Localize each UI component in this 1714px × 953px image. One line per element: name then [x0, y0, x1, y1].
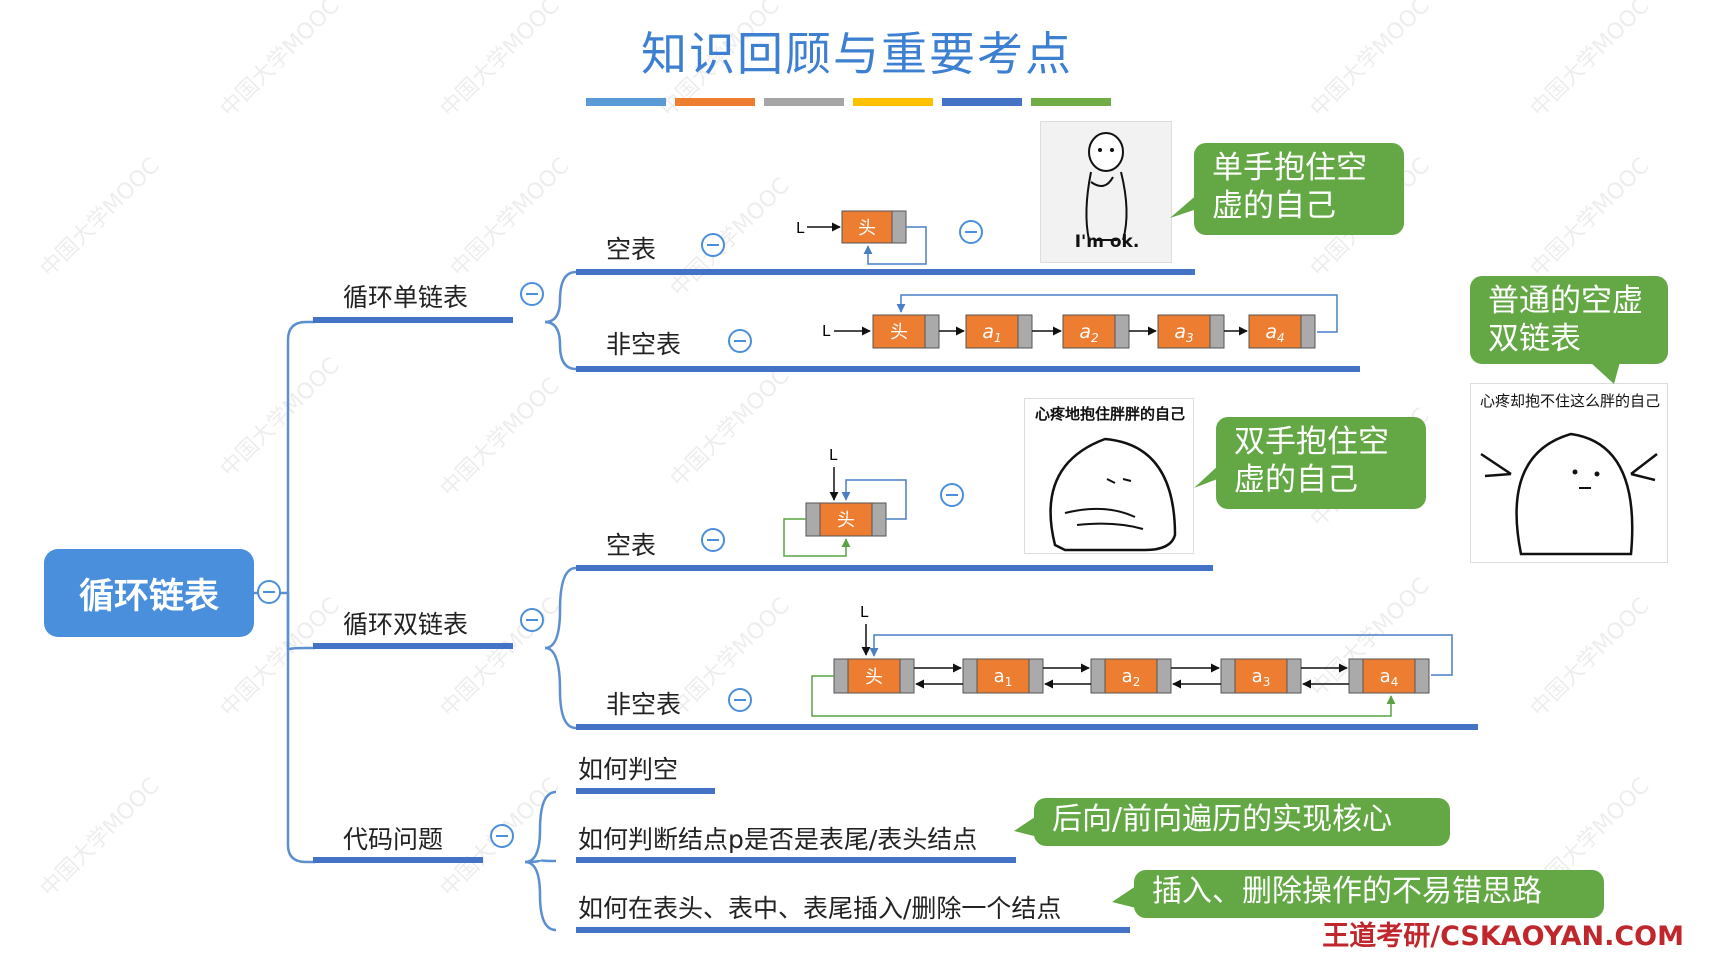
pointer-L: L — [829, 446, 838, 464]
list-node: a2 — [1090, 658, 1172, 694]
title-color-bar — [675, 98, 755, 106]
branch-code-issues[interactable]: 代码问题 — [343, 825, 444, 854]
double-nonempty-label[interactable]: 非空表 — [606, 690, 682, 719]
code-item-tail-check[interactable]: 如何判断结点p是否是表尾/表头结点 — [578, 825, 978, 854]
single-empty-label[interactable]: 空表 — [606, 235, 657, 264]
list-node: a2 — [1062, 314, 1130, 349]
pointer-L: L — [860, 603, 869, 621]
callout-double-empty: 双手抱住空虚的自己 — [1216, 417, 1426, 509]
single-nonempty-label[interactable]: 非空表 — [606, 330, 682, 359]
title-color-bar — [586, 98, 666, 106]
list-node: a4 — [1248, 314, 1316, 349]
code-item-empty-check[interactable]: 如何判空 — [578, 755, 679, 784]
branch-single-linked[interactable]: 循环单链表 — [343, 283, 469, 312]
callout-pointer — [1194, 464, 1220, 488]
svg-text:头: 头 — [865, 667, 883, 688]
page-title: 知识回顾与重要考点 — [641, 27, 1073, 81]
callout-pointer — [1014, 815, 1038, 837]
pointer-L: L — [796, 219, 805, 237]
head-node: 头 — [841, 210, 907, 244]
title-color-bar — [853, 98, 933, 106]
title-color-bar — [942, 98, 1022, 106]
title-color-bar — [1031, 98, 1111, 106]
list-node: a1 — [965, 314, 1033, 349]
head-node: 头 — [805, 502, 887, 537]
code-item-insert-delete[interactable]: 如何在表头、表中、表尾插入/删除一个结点 — [578, 894, 1062, 923]
callout-pointer — [1170, 192, 1200, 218]
callout-insert-delete: 插入、删除操作的不易错思路 — [1134, 870, 1604, 918]
blob-hug-icon — [1049, 437, 1177, 552]
list-node: a1 — [962, 658, 1044, 694]
title-color-bar — [764, 98, 844, 106]
callout-pointer — [1590, 362, 1620, 384]
double-empty-label[interactable]: 空表 — [606, 531, 657, 560]
pointer-L: L — [822, 322, 831, 340]
list-node: a4 — [1348, 658, 1430, 694]
footer-brand: 王道考研/CSKAOYAN.COM — [1322, 921, 1684, 952]
svg-text:头: 头 — [890, 322, 908, 343]
meme-hug-self: 心疼地抱住胖胖的自己 — [1024, 398, 1194, 554]
callout-pointer — [1112, 886, 1136, 908]
meme-cant-hug: 心疼却抱不住这么胖的自己 — [1470, 383, 1668, 563]
callout-ordinary-empty: 普通的空虚双链表 — [1470, 276, 1668, 364]
blob-arms-open-icon — [1480, 432, 1658, 556]
root-node[interactable]: 循环链表 — [44, 549, 254, 637]
list-node: a3 — [1157, 314, 1225, 349]
branch-double-linked[interactable]: 循环双链表 — [343, 610, 469, 639]
meme-im-ok: I'm ok. — [1040, 121, 1172, 263]
callout-single-empty: 单手抱住空虚的自己 — [1194, 143, 1404, 235]
stick-figure-icon — [1085, 132, 1128, 241]
head-node: 头 — [872, 314, 940, 349]
callout-traversal-core: 后向/前向遍历的实现核心 — [1034, 798, 1450, 846]
svg-text:头: 头 — [837, 510, 855, 531]
svg-text:头: 头 — [858, 218, 876, 239]
list-node: a3 — [1220, 658, 1302, 694]
head-node: 头 — [833, 658, 915, 694]
